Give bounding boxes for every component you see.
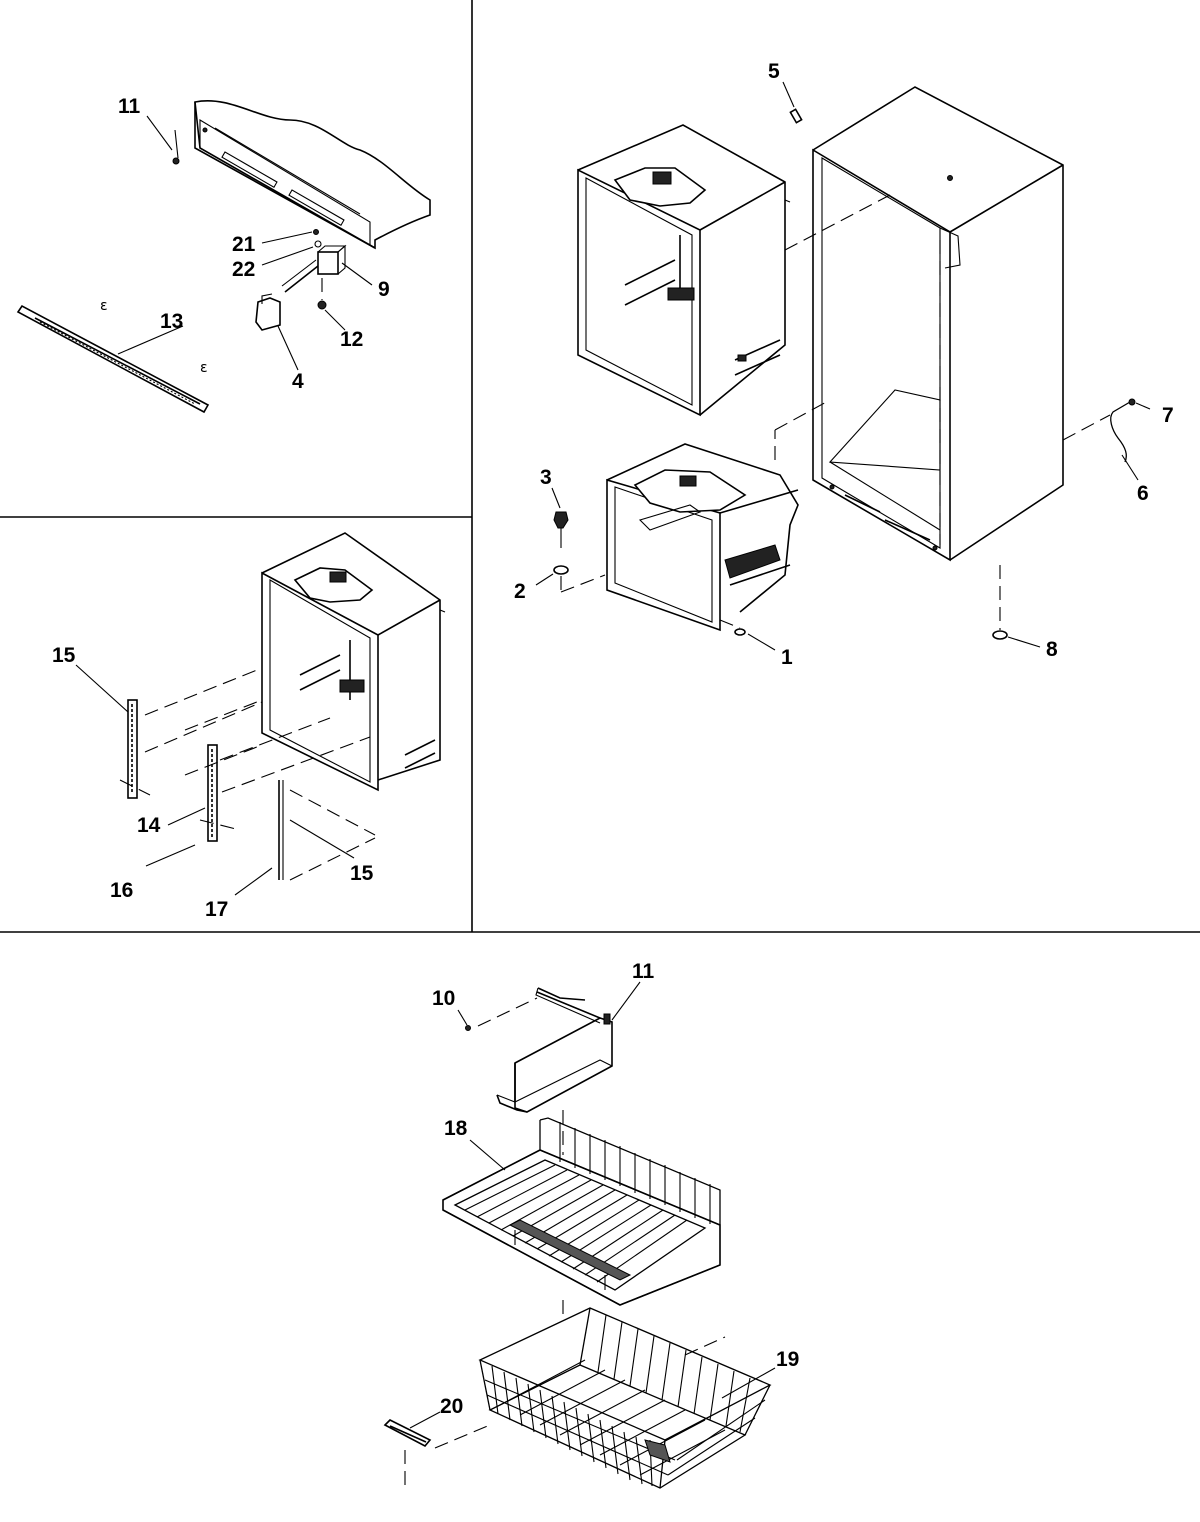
- plug-part-1: [734, 628, 776, 651]
- svg-text:ε: ε: [200, 360, 208, 376]
- callout-14: 14: [137, 814, 161, 837]
- rail-part-15-right: [278, 780, 284, 880]
- callout-17: 17: [205, 898, 228, 921]
- callout-20: 20: [440, 1395, 463, 1418]
- callout-21: 21: [232, 233, 256, 256]
- svg-text:ε: ε: [100, 298, 108, 314]
- callout-7: 7: [1162, 404, 1174, 427]
- foot-part-8: [992, 565, 1041, 648]
- callout-3: 3: [540, 466, 552, 489]
- callout-22: 22: [232, 258, 255, 281]
- callout-11-basket: 11: [632, 960, 655, 983]
- freezer-liner-large: [577, 124, 791, 417]
- alignment-dashes-middle: [119, 667, 376, 881]
- lower-compartment-liner: [606, 443, 799, 632]
- leaders-middle-left: [75, 664, 355, 896]
- leaders-top-left: [117, 115, 373, 371]
- callout-16: 16: [110, 879, 133, 902]
- callout-6: 6: [1137, 482, 1149, 505]
- liner-rails-panel: [75, 532, 446, 896]
- basket-wire-grid: [484, 1314, 766, 1487]
- control-housing-panel: ε ε: [16, 100, 431, 414]
- callout-8: 8: [1046, 638, 1058, 661]
- panel-dividers: [0, 0, 1200, 933]
- leaders-bottom: [409, 981, 776, 1429]
- alignment-dashes-right: [719, 194, 891, 629]
- callout-10: 10: [432, 987, 455, 1010]
- callout-9: 9: [378, 278, 390, 301]
- callout-19: 19: [776, 1348, 799, 1371]
- callout-12: 12: [340, 328, 363, 351]
- screw-part-10: [457, 997, 538, 1031]
- screw-11-top: [172, 129, 180, 165]
- fastener-part-3: [551, 487, 569, 548]
- washer-part-2: [535, 565, 606, 593]
- basket-divider-part-11: [496, 987, 613, 1113]
- callout-1: 1: [781, 646, 793, 669]
- rail-part-15-left: [127, 699, 138, 799]
- callout-5: 5: [768, 60, 780, 83]
- cabinet-panel: [535, 81, 1151, 651]
- rail-part-14: [207, 744, 218, 842]
- baskets-panel: [383, 981, 776, 1489]
- harness-part-6-7: [1062, 398, 1151, 481]
- control-housing: [194, 100, 431, 250]
- clip-part-5: [782, 81, 803, 124]
- freezer-liner-small: [261, 532, 446, 792]
- callout-11-control: 11: [118, 95, 141, 118]
- wire-basket-part-19: [478, 1307, 772, 1489]
- trim-strip-part-13: ε ε: [16, 298, 210, 414]
- refrigerator-cabinet: [812, 86, 1064, 562]
- wire-shelf-part-18: [442, 1117, 721, 1306]
- callout-4: 4: [292, 370, 304, 393]
- callout-13: 13: [160, 310, 183, 333]
- callout-15-right: 15: [350, 862, 374, 885]
- callout-labels: 11 21 22 9 13 12 4 15 14 15 16 17 5 7 3 …: [52, 60, 1174, 1418]
- thermostat-part-9: [281, 229, 347, 310]
- knob-cover-part-4: [255, 293, 281, 331]
- basket-handle-part-20: [383, 1419, 491, 1485]
- callout-15-left: 15: [52, 644, 76, 667]
- callout-18: 18: [444, 1117, 468, 1140]
- callout-2: 2: [514, 580, 526, 603]
